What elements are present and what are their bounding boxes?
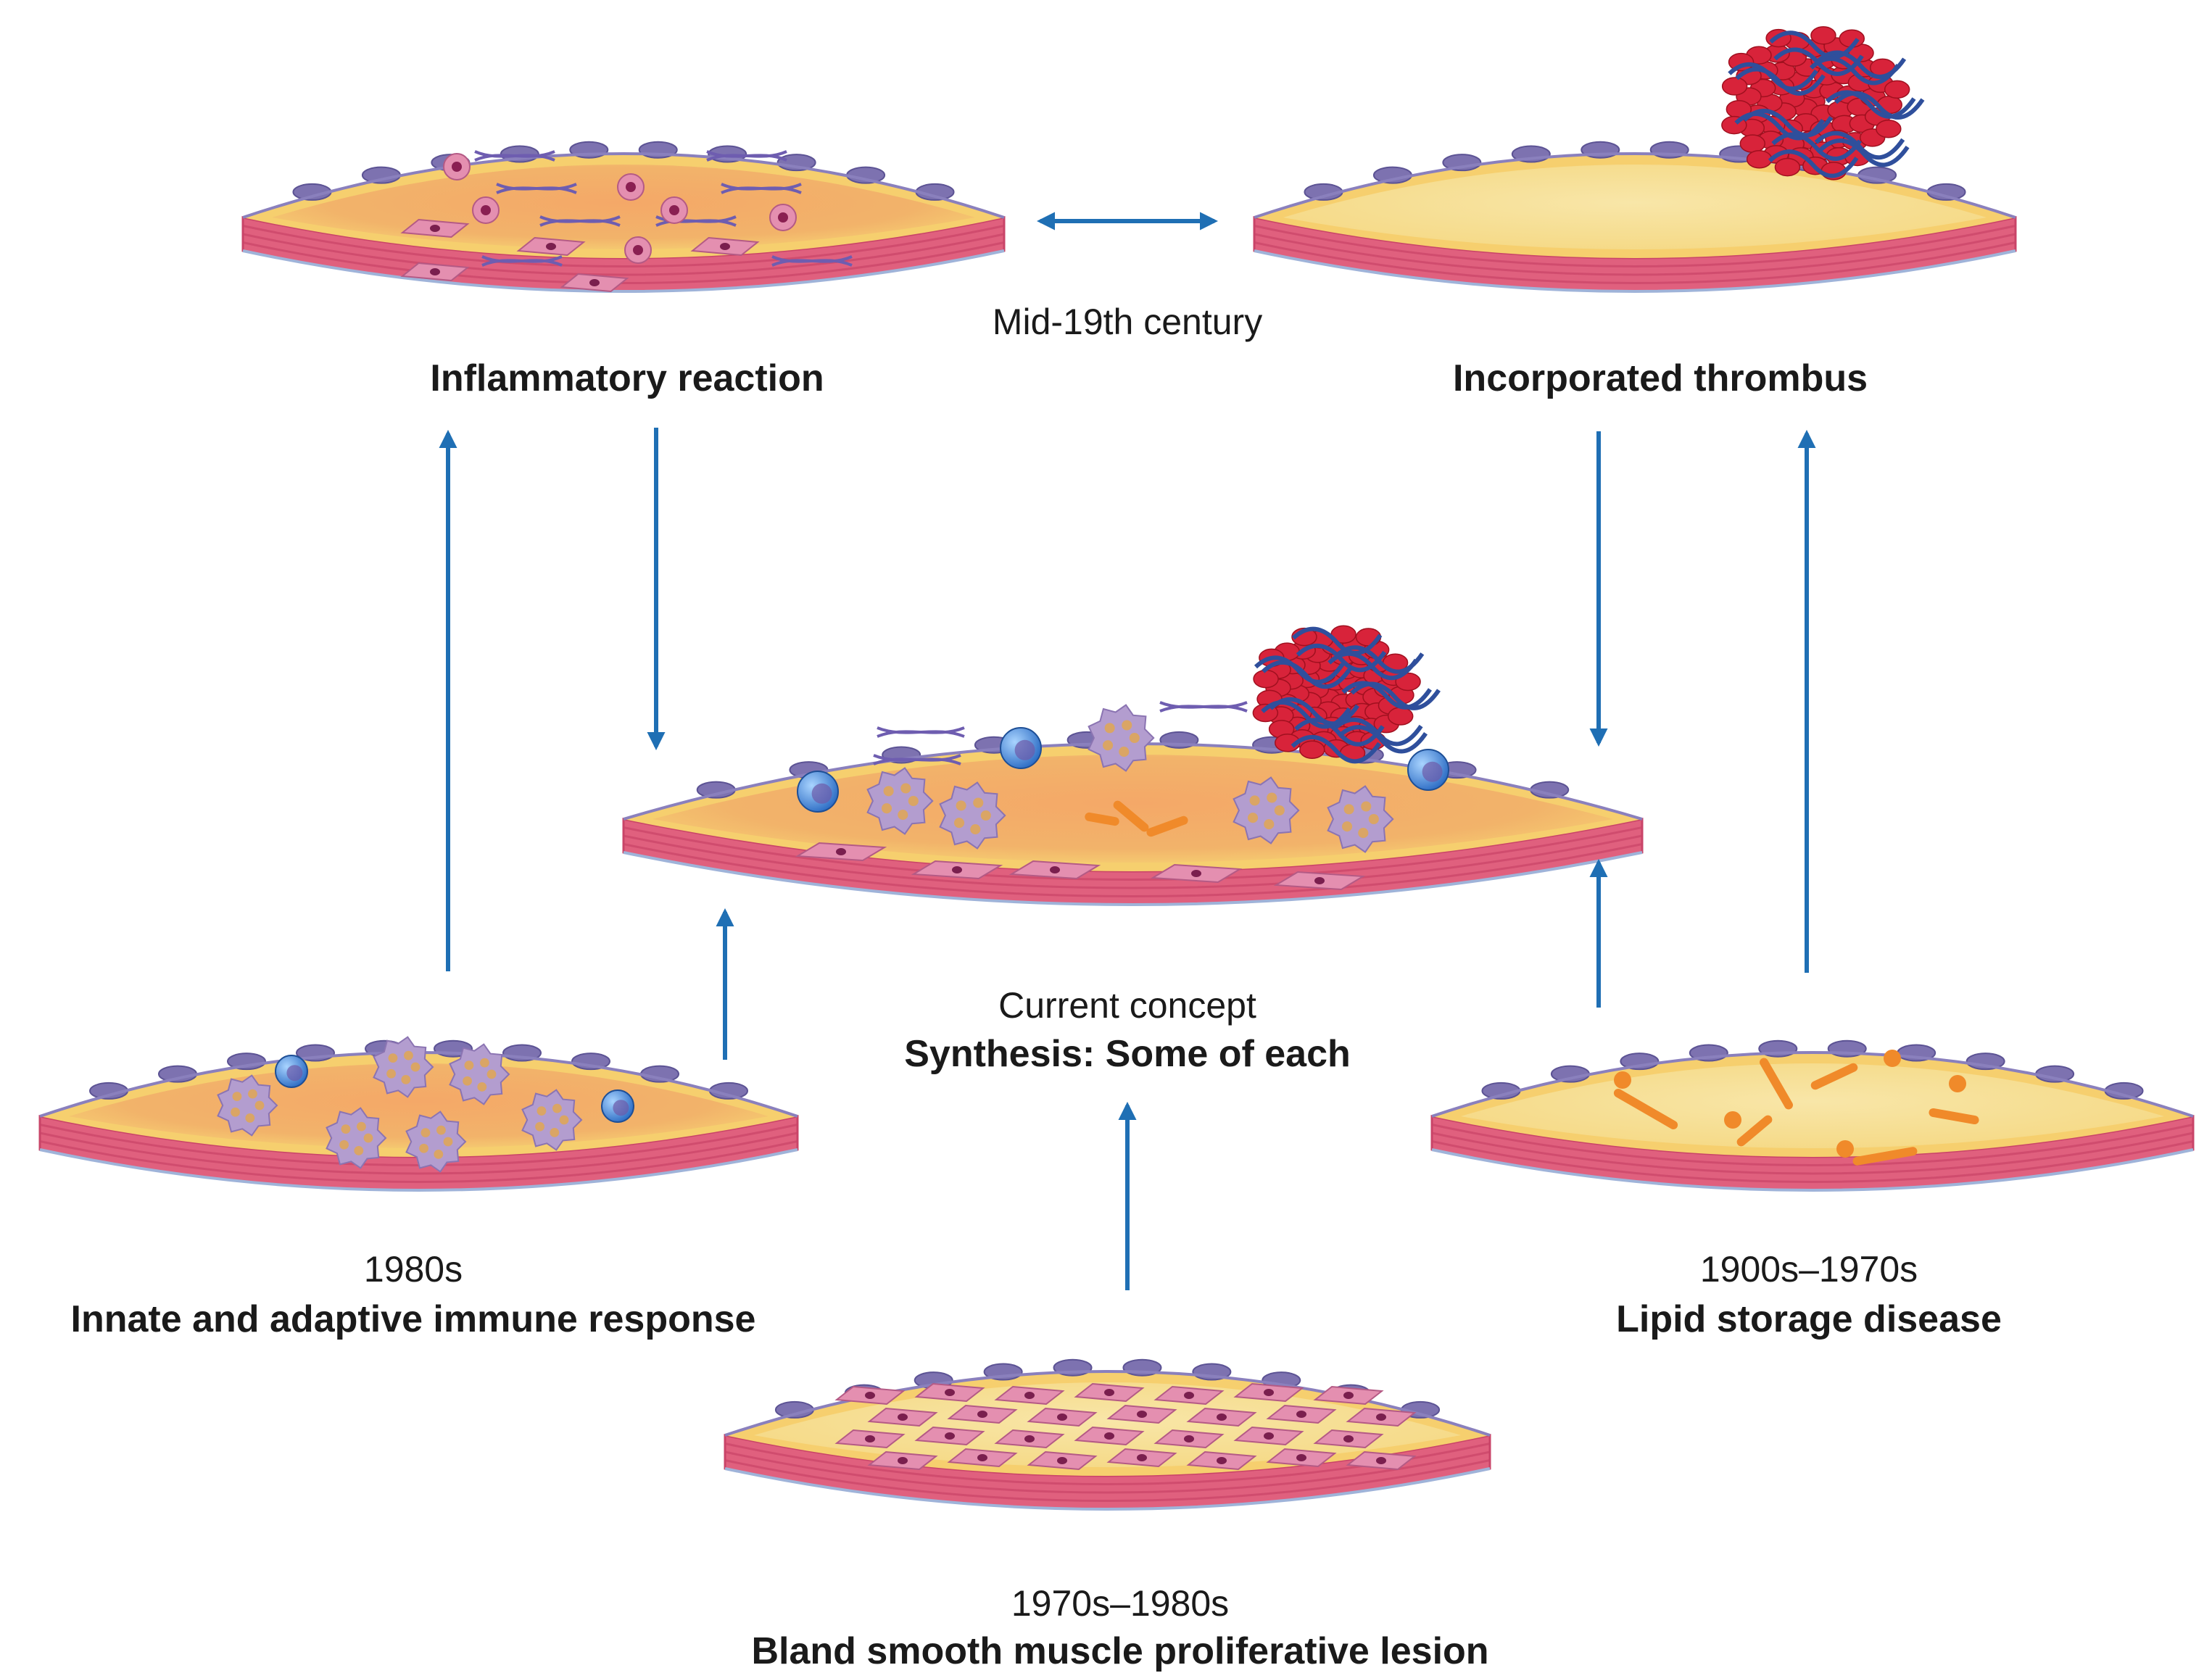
macrophage-cell [449, 1043, 510, 1105]
macrophage-cell [373, 1036, 434, 1098]
macrophage-cell [1327, 785, 1394, 853]
collagen-fiber [721, 183, 802, 194]
lipid-droplet [1614, 1071, 1631, 1089]
lesion-smooth-muscle [724, 1358, 1491, 1511]
lipid-droplet [1884, 1050, 1901, 1067]
fibrin-strand [1291, 626, 1383, 655]
lesion-lipid [1430, 1039, 2195, 1192]
collagen-fiber [496, 183, 577, 194]
collagen-fiber [1159, 701, 1248, 713]
fibrin-strand [1734, 112, 1825, 141]
arrows-layer [439, 212, 1816, 1290]
macrophage-cell [326, 1107, 387, 1169]
fibrin-strand [1291, 734, 1382, 764]
collagen-fiber [539, 215, 621, 227]
fibrin-strand [1773, 47, 1864, 76]
fibrin-strand [1296, 643, 1387, 673]
macrophage-cell [866, 767, 934, 835]
macrophage-cell [217, 1074, 278, 1137]
fibrin-strand [1350, 681, 1441, 710]
title-lipid: Lipid storage disease [1616, 1298, 2002, 1340]
fibrin-strand [1337, 725, 1428, 754]
fibrin-strand [1341, 681, 1432, 710]
thrombus-clot [1721, 26, 1925, 180]
lipid-droplet [1836, 1140, 1854, 1158]
era-smooth-muscle: 1970s–1980s [1011, 1583, 1230, 1624]
title-thrombus: Incorporated thrombus [1452, 357, 1868, 399]
collagen-fiber [873, 754, 961, 765]
lipid-crystal [1929, 1108, 1979, 1125]
fibrin-strand [1333, 645, 1425, 674]
title-smooth-muscle: Bland smooth muscle proliferative lesion [751, 1630, 1489, 1672]
fibrin-strand [1261, 699, 1351, 729]
lesion-immune [38, 1036, 799, 1192]
era-synthesis: Current concept [998, 985, 1256, 1026]
era-immune: 1980s [363, 1249, 463, 1290]
collagen-fiber [474, 150, 555, 162]
lipid-crystal [1113, 800, 1149, 832]
collagen-fiber [481, 255, 563, 267]
lipid-crystal [1760, 1058, 1793, 1110]
lipid-crystal [1085, 812, 1119, 826]
title-synthesis: Synthesis: Some of each [904, 1033, 1351, 1075]
macrophage-cell [939, 781, 1006, 850]
plaque-core [1461, 1063, 2164, 1148]
fibrin-strand [1768, 149, 1859, 178]
lipid-crystal [1810, 1063, 1858, 1090]
fibrin-strand [1815, 50, 1907, 79]
collagen-fiber [771, 255, 853, 267]
title-inflammatory: Inflammatory reaction [430, 357, 824, 399]
macrophage-cell [1088, 704, 1155, 772]
fibrin-strand [1819, 138, 1910, 167]
collagen-fiber [877, 726, 965, 738]
lipid-crystal [1736, 1115, 1773, 1147]
lesion-thrombus [1253, 26, 2017, 293]
macrophage-cell [521, 1089, 583, 1151]
fibrin-strand [1825, 90, 1916, 119]
lesion-synthesis [622, 625, 1644, 906]
top-link-label: Mid-19th century [992, 302, 1263, 342]
lipid-crystal [1146, 815, 1188, 837]
thrombus-clot [1252, 625, 1441, 764]
lesion-inflammatory [241, 141, 1006, 293]
plaque-core [754, 1382, 1461, 1467]
plaque-core [1283, 165, 1987, 249]
lipid-crystal [1852, 1147, 1918, 1166]
macrophage-cell [1233, 776, 1300, 844]
title-immune: Innate and adaptive immune response [70, 1298, 756, 1340]
fibrin-strand [1254, 655, 1345, 684]
macrophage-cell [405, 1111, 467, 1173]
fibrin-strand [1728, 62, 1818, 91]
collagen-fiber [655, 215, 737, 227]
lipid-crystal [1613, 1089, 1678, 1129]
lipid-droplet [1949, 1075, 1966, 1092]
lipid-droplet [1724, 1111, 1741, 1129]
fibrin-strand [1269, 697, 1360, 726]
fibrin-strand [1834, 91, 1925, 120]
collagen-fiber [706, 150, 787, 162]
era-lipid: 1900s–1970s [1699, 1249, 1918, 1290]
fibrin-strand [1810, 57, 1900, 86]
